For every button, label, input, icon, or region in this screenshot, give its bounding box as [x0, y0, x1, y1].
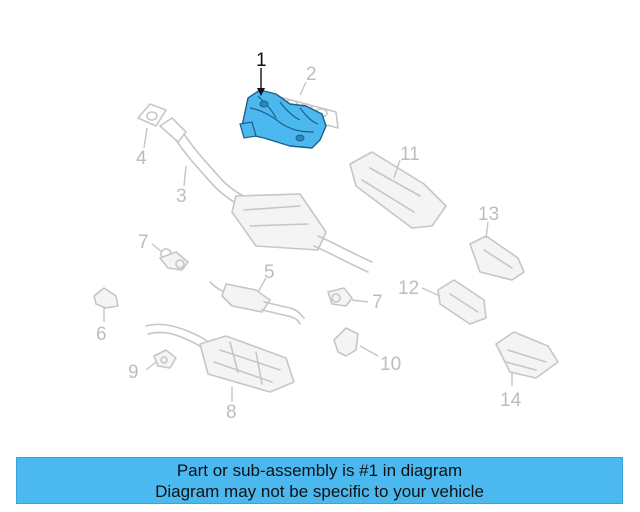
parts-diagram: 1 2 3 4 5 6 7 7 8 9 10 11 12 13 14 [93, 50, 559, 423]
banner-line-1: Part or sub-assembly is #1 in diagram [176, 460, 463, 480]
part-6-bracket [93, 287, 119, 322]
callout-1: 1 [256, 50, 267, 71]
callout-4: 4 [136, 148, 147, 169]
part-1-exhaust-manifold [239, 68, 327, 149]
callout-9: 9 [128, 362, 139, 383]
part-10-bracket [333, 327, 379, 357]
part-12-heat-shield [421, 279, 487, 325]
part-5-center-pipe [209, 277, 305, 325]
callout-5: 5 [264, 262, 275, 283]
callout-7b: 7 [372, 292, 383, 313]
callout-6: 6 [96, 324, 107, 345]
callout-10: 10 [380, 354, 401, 375]
part-4-gasket [137, 103, 167, 149]
callout-11: 11 [400, 144, 420, 165]
part-7b-hanger [327, 287, 369, 307]
callout-3: 3 [176, 186, 187, 207]
part-7a-hanger [151, 243, 189, 271]
callout-13: 13 [478, 204, 499, 225]
part-11-heat-shield [349, 151, 447, 229]
part-13-heat-shield [469, 221, 525, 281]
callout-8: 8 [226, 402, 237, 423]
callout-2: 2 [306, 64, 317, 85]
part-14-heat-shield [495, 331, 559, 386]
callout-7a: 7 [138, 232, 149, 253]
part-9-hanger [145, 349, 177, 371]
info-banner: Part or sub-assembly is #1 in diagram Di… [16, 457, 623, 504]
part-8-muffler [145, 323, 295, 402]
callout-12: 12 [398, 278, 419, 299]
callout-14: 14 [500, 390, 522, 411]
banner-line-2: Diagram may not be specific to your vehi… [155, 481, 484, 501]
part-3-front-pipe [159, 117, 373, 273]
